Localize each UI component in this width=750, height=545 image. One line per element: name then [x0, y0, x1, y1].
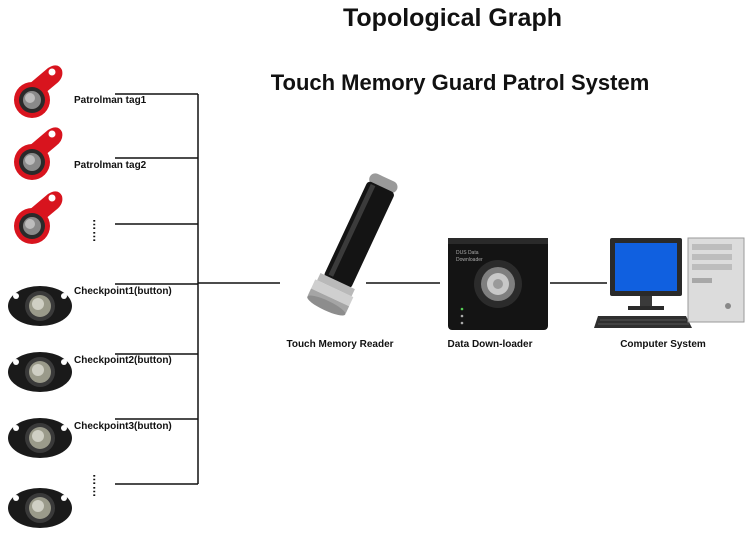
reader-caption: Touch Memory Reader [286, 339, 394, 350]
checkpoint-more-ellipsis: ⋯⋯ [88, 474, 100, 498]
diagram-title: Topological Graph [343, 4, 562, 32]
svg-text:DUS Data: DUS Data [456, 250, 479, 256]
downloader-box-icon: DUS Data Downloader [448, 238, 548, 330]
computer-icon [594, 237, 745, 328]
touch-button-icon [8, 286, 72, 326]
reader-wand-icon [307, 173, 398, 316]
tag-more-ellipsis: ⋯⋯ [88, 219, 100, 243]
touch-button-icon [8, 488, 72, 528]
checkpoint-label-3: Checkpoint3(button) [74, 421, 172, 432]
svg-text:Downloader: Downloader [456, 257, 483, 263]
downloader-caption: Data Down-loader [447, 339, 533, 350]
touch-button-icon [8, 418, 72, 458]
red-key-fob-icon [14, 127, 63, 180]
checkpoint-label-1: Checkpoint1(button) [74, 286, 172, 297]
computer-caption: Computer System [620, 339, 706, 350]
tag-label-1: Patrolman tag1 [74, 95, 147, 106]
touch-button-icon [8, 352, 72, 392]
red-key-fob-icon [14, 65, 63, 118]
checkpoint-label-2: Checkpoint2(button) [74, 355, 172, 366]
red-key-fob-icon [14, 191, 63, 244]
diagram-subtitle: Touch Memory Guard Patrol System [270, 70, 650, 95]
tag-label-2: Patrolman tag2 [74, 160, 147, 171]
